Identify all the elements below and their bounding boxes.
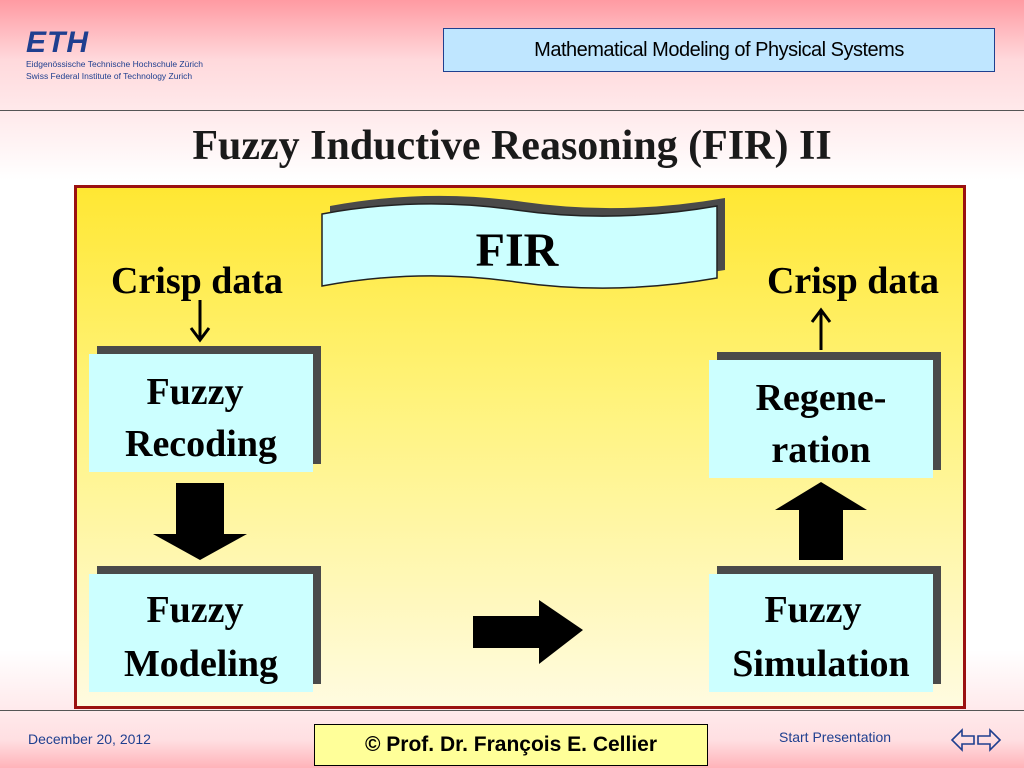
regeneration-line1: Regene-: [756, 377, 887, 419]
arrow-down-recoding-to-modeling: [153, 483, 247, 560]
fir-banner-label: FIR: [476, 224, 560, 277]
fuzzy-simulation-line1: Fuzzy: [764, 589, 861, 631]
fir-banner: [321, 203, 718, 289]
logo-line-german: Eidgenössische Technische Hochschule Zür…: [26, 59, 204, 69]
fir-diagram: FIR Crisp data Crisp data Fuzzy Recoding…: [89, 195, 941, 692]
fuzzy-modeling-line1: Fuzzy: [146, 589, 243, 631]
course-title: Mathematical Modeling of Physical System…: [443, 28, 995, 72]
slide-navigation: [950, 726, 1002, 754]
fuzzy-recoding-line1: Fuzzy: [146, 371, 243, 413]
footer-date: December 20, 2012: [28, 731, 151, 747]
eth-logo: ETH Eidgenössische Technische Hochschule…: [26, 28, 266, 98]
fuzzy-recoding-box: Fuzzy Recoding: [89, 346, 321, 472]
arrow-up-simulation-to-regeneration: [775, 482, 867, 560]
regeneration-line2: ration: [771, 429, 870, 471]
copyright-box: © Prof. Dr. François E. Cellier: [314, 724, 708, 766]
input-crisp-data-label: Crisp data: [111, 260, 283, 302]
fuzzy-modeling-line2: Modeling: [124, 643, 278, 685]
fuzzy-simulation-line2: Simulation: [732, 643, 909, 685]
output-crisp-data-label: Crisp data: [767, 260, 939, 302]
input-arrow: [189, 300, 211, 343]
logo-line-english: Swiss Federal Institute of Technology Zu…: [26, 71, 193, 81]
arrow-right-modeling-to-simulation: [473, 600, 583, 664]
top-divider: [0, 110, 1024, 111]
diagram-panel: FIR Crisp data Crisp data Fuzzy Recoding…: [74, 185, 966, 709]
output-arrow: [810, 307, 832, 350]
regeneration-box: Regene- ration: [709, 352, 941, 478]
fuzzy-modeling-box: Fuzzy Modeling: [89, 566, 321, 692]
logo-mark: ETH: [26, 26, 89, 59]
slide-title: Fuzzy Inductive Reasoning (FIR) II: [192, 123, 832, 169]
arrow-left-outline-icon[interactable]: [950, 726, 976, 754]
arrow-right-outline-icon[interactable]: [976, 726, 1002, 754]
start-presentation-link[interactable]: Start Presentation: [779, 729, 892, 745]
bottom-divider: [0, 710, 1024, 711]
fuzzy-recoding-line2: Recoding: [125, 423, 277, 465]
fuzzy-simulation-box: Fuzzy Simulation: [709, 566, 941, 692]
